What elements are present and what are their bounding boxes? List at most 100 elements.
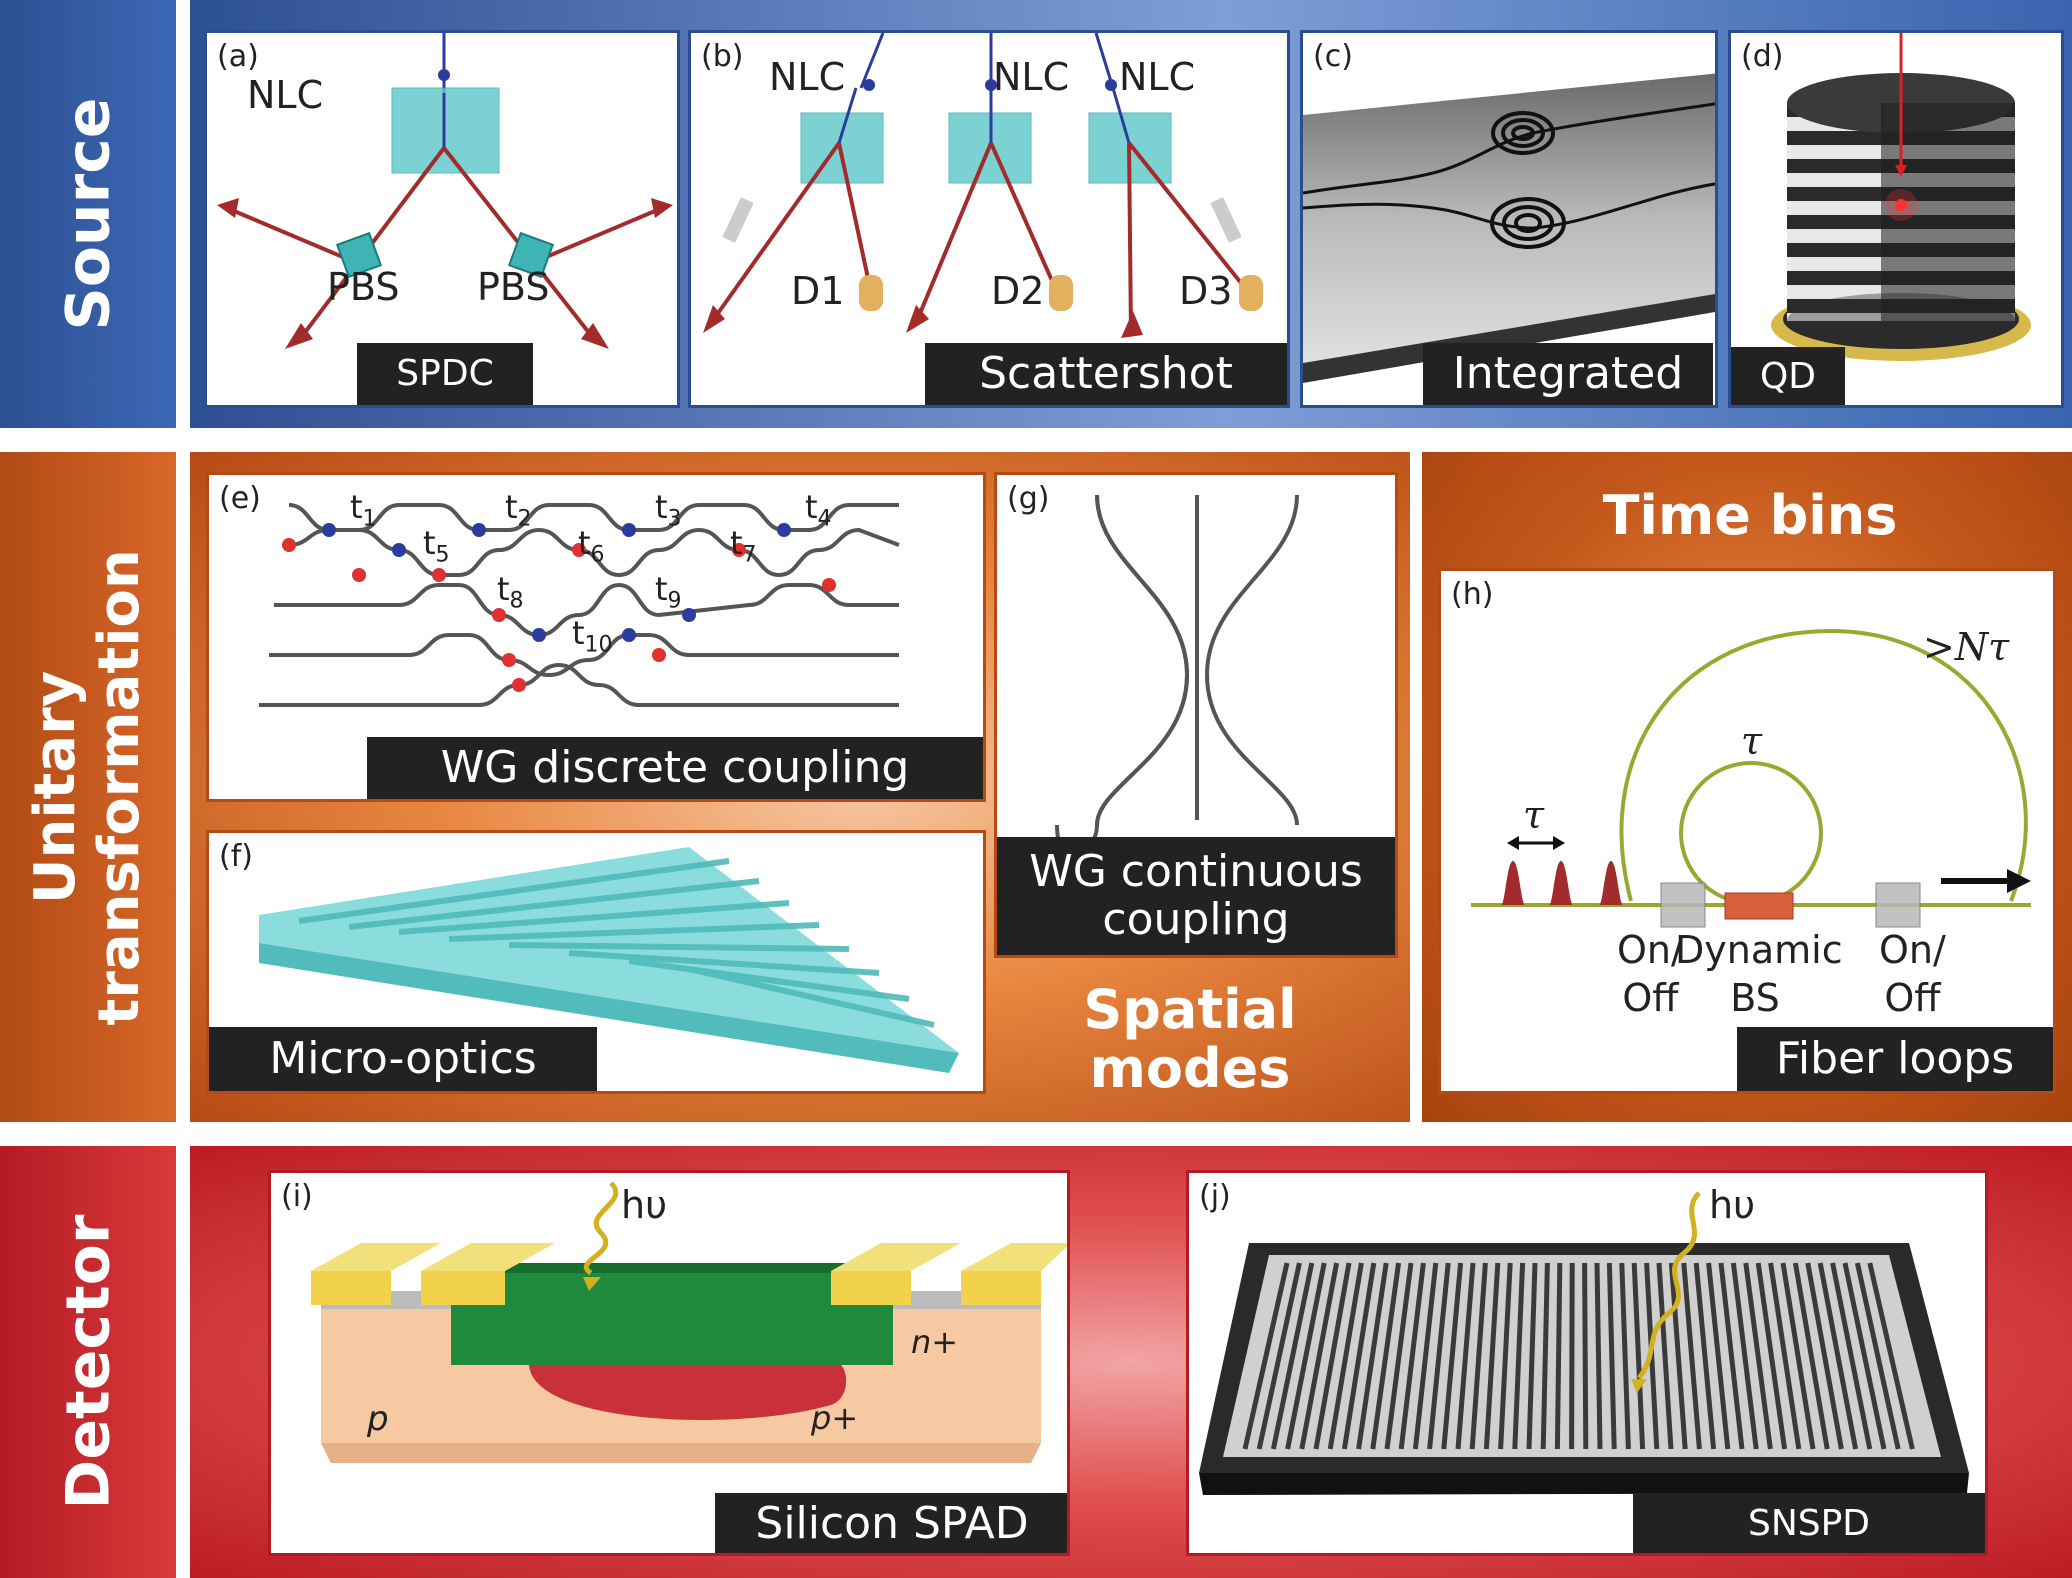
panel-a-letter: (a) [217,39,259,74]
snspd-wire-line [1743,1262,1773,1450]
fiber-loops-diagram [1471,628,2031,928]
coupler-dot [822,578,836,592]
snspd-wire-line [1427,1262,1451,1450]
p-plus-region [529,1365,847,1421]
panel-i-letter: (i) [281,1179,313,1214]
micro-optics-tag: Micro-optics [209,1027,597,1091]
detector-label-d1: D1 [791,269,845,313]
row-label-unitary-line1: Unitary [22,670,88,904]
coupler-dot [652,648,666,662]
dynamic-bs-label: Dynamic BS [1675,927,1843,1022]
switch-on-off-right [1875,882,1921,928]
snspd-wire-line [1327,1262,1364,1450]
coupler-dot [392,543,406,557]
detector-label-d2: D2 [991,269,1045,313]
micro-optics-grooves [298,858,935,1028]
snspd-meander [1199,1191,1969,1495]
scattershot-source-1 [703,33,885,333]
hv-label-j: hυ [1709,1183,1756,1227]
panel-i-silicon-spad: (i) hυ n+ p+ p Silicon SPAD [268,1170,1070,1556]
on-off-left-label: On/ Off [1617,927,1684,1022]
panel-e-letter: (e) [219,481,261,516]
snspd-wire-line [1313,1262,1352,1450]
snspd-wire-line [1285,1262,1327,1450]
scattershot-source-2 [906,33,1073,333]
coupler-label-t-letter: t [578,524,591,562]
n-plus-region [451,1263,893,1365]
pbs-label-left: PBS [327,265,400,309]
panel-c-letter: (c) [1313,39,1353,74]
coupler-dot [282,538,296,552]
snspd-wire-line [1398,1262,1426,1450]
on-off-left-line2: Off [1622,975,1679,1020]
dynamic-bs [1724,892,1794,920]
snspd-wire-line [1441,1262,1464,1450]
spad-cross-section [311,1181,1067,1463]
snspd-wire-line [1817,1262,1859,1450]
row-label-source-text: Source [53,97,123,331]
pbs-cube-right [507,231,555,279]
nlc-label-3: NLC [1119,55,1196,99]
row-label-unitary: Unitary transformation [0,452,176,1122]
coupler-label-t4: t4 [805,488,832,531]
qd-tag: QD [1731,347,1845,405]
coupler-label-t-letter: t [655,570,668,608]
snspd-wire-line [1656,1262,1674,1450]
on-off-right-line2: Off [1884,975,1941,1020]
panel-d-letter: (d) [1741,39,1784,74]
n-plus-label: n+ [911,1323,959,1361]
nlc-label: NLC [247,73,324,117]
snspd-wire-line [1370,1262,1402,1450]
metal-contacts [311,1243,1067,1305]
fiber-loops-tag: Fiber loops [1737,1027,2053,1091]
coupler-label-subscript: 4 [817,506,832,532]
snspd-wire-line [1867,1262,1915,1450]
coupler-label-subscript: 6 [590,542,605,568]
tau-loop-label: τ [1741,719,1763,763]
scattershot-source-3 [1088,33,1263,338]
coupler-dot [622,628,636,642]
coupler-dot [732,543,746,557]
snspd-wire-line [1384,1262,1414,1450]
n-tau-label: >Nτ [1923,625,2010,669]
snspd-wire-line [1730,1262,1759,1450]
on-off-right-line1: On/ [1879,928,1946,972]
panel-j-snspd: (j) hυ SNSPD [1186,1170,1988,1556]
coupler-label-subscript: 5 [435,542,450,568]
snspd-wire-line [1356,1262,1389,1450]
coupler-dot [572,543,586,557]
snspd-wire-line [1706,1262,1731,1450]
snspd-wire-line [1242,1262,1290,1450]
spdc-tag: SPDC [357,343,533,405]
panel-g-wg-continuous: (g) WG continuous coupling [994,472,1398,958]
panel-f-micro-optics: (f) Micro-optics [206,830,986,1094]
row-label-unitary-line2: transformation [87,548,152,1026]
snspd-wire-line [1755,1262,1788,1450]
panel-d-qd: (d) QD [1728,30,2064,408]
coupler-label-subscript: 7 [742,542,757,568]
snspd-wire-line [1718,1262,1745,1450]
row-label-detector-text: Detector [53,1214,123,1510]
coupler-dot [512,678,526,692]
snspd-wire-line [1854,1262,1901,1450]
snspd-wire-line [1469,1262,1488,1450]
panel-g-letter: (g) [1007,481,1050,516]
coupler-label-subscript: 10 [584,632,613,658]
coupler-label-subscript: 3 [667,506,682,532]
qd-micropillar [1771,33,2031,361]
coupler-dot [492,608,506,622]
snspd-wire-line [1619,1262,1631,1450]
snspd-wire-line [1512,1262,1526,1450]
panel-a-spdc: (a) NLC PBS PBS SPDC [204,30,680,408]
coupler-label-t7: t7 [730,524,757,567]
snspd-wire-line [1455,1262,1476,1450]
wg-continuous-tag: WG continuous coupling [997,837,1395,955]
coupler-dot [682,608,696,622]
scattershot-tag: Scattershot [925,343,1287,405]
snspd-wire-line [1582,1262,1589,1450]
coupler-label-t-letter: t [730,524,743,562]
coupler-label-subscript: 2 [517,506,532,532]
tau-pulse-label: τ [1523,793,1545,837]
scattershot-diagram [703,33,1263,338]
coupler-label-t-letter: t [655,488,668,526]
